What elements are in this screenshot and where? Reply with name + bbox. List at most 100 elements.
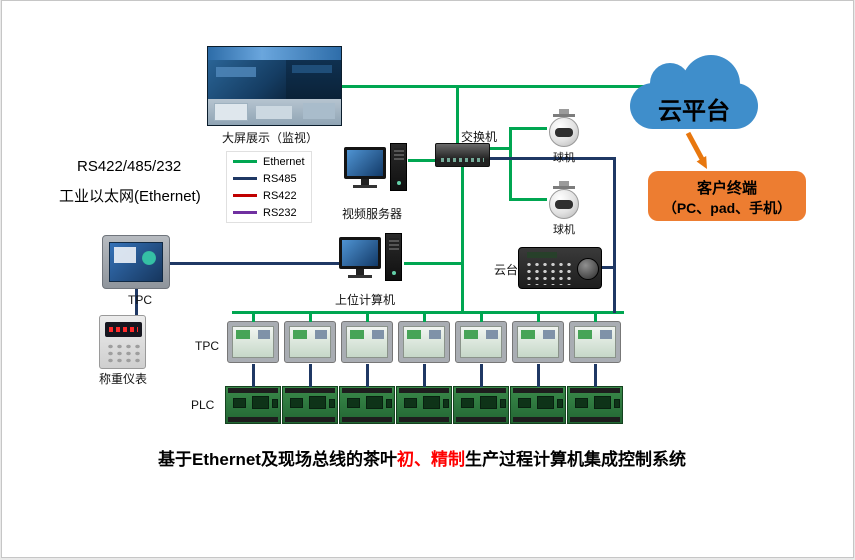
legend-item-rs485: RS485 [233,173,305,185]
plc-terminal-strip [228,388,278,393]
plc-terminal-strip [570,388,620,393]
tpc-hmi-unit [512,312,564,363]
monitor-icon [344,147,386,179]
plc-chip [537,396,554,409]
plc-chip [386,399,392,408]
big-screen-detail [216,67,256,77]
big-screen-cell-1 [208,60,286,99]
weighing-led-display [105,322,142,337]
pc-tower-bays [389,238,399,250]
monitor-icon [339,237,381,269]
plc-chip [575,398,588,408]
line-ethernet-camera2-stub [511,198,547,201]
plc-chip [480,396,497,409]
legend-line-swatch [233,194,257,197]
caption-prefix: 基于Ethernet及现场总线的茶叶 [158,450,397,469]
client-terminal-title: 客户终端 [696,180,757,197]
line-ethernet-camera-riser [509,127,512,201]
camera-lens [555,200,573,209]
plc-chip [233,398,246,408]
camera-mount [559,109,569,115]
plc-terminal-strip [570,417,620,422]
plc-terminal-strip [228,417,278,422]
plc-chip [272,399,278,408]
tpc-hmi-unit [398,312,450,363]
tpc-hmi-unit [227,312,279,363]
camera-plate [553,114,575,117]
big-screen-monitor-wall [207,46,342,126]
legend-line-swatch [233,177,257,180]
plc-terminal-strip [285,388,335,393]
plc-chip [423,396,440,409]
camera-2-label: 球机 [553,224,575,236]
plc-chip [347,398,360,408]
plc-row [225,364,623,424]
plc-chip [461,398,474,408]
tpc-row-label: TPC [195,339,219,353]
plc-unit [453,364,509,424]
tpc-hmi-screen [289,326,331,358]
legend-line-swatch [233,160,257,163]
plc-terminal-strip [342,417,392,422]
plc-terminal-strip [513,388,563,393]
camera-1-label: 球机 [553,152,575,164]
plc-chip [290,398,303,408]
tpc-hmi-unit [455,312,507,363]
monitor-screen [342,240,378,266]
tpc-hmi-screen [232,326,274,358]
plc-unit [567,364,623,424]
pc-tower-bays [394,148,404,160]
plc-terminal-strip [513,417,563,422]
plc-terminal-strip [342,388,392,393]
network-switch-icon [435,143,490,167]
side-text-ethernet: 工业以太网(Ethernet) [59,188,201,205]
big-screen-detail [303,103,335,119]
host-computer-icon [339,233,403,293]
plc-chip [500,399,506,408]
plc-chip [518,398,531,408]
line-ethernet-to-switch [456,85,459,145]
line-rs485-right-rail [613,157,616,313]
camera-plate [553,186,575,189]
big-screen-detail [292,65,332,73]
plc-chip [404,398,417,408]
ptz-display [527,252,557,258]
line-rs485-tpc-weighing [135,289,138,316]
monitor-base [348,275,372,278]
tpc-hmi-screen [403,326,445,358]
line-ethernet-camera1-stub [511,127,547,130]
plc-chip [557,399,563,408]
tpc-hmi-unit [284,312,336,363]
plc-unit [225,364,281,424]
host-computer-label: 上位计算机 [335,293,396,307]
plc-chip [329,399,335,408]
tpc-hmi-unit [569,312,621,363]
line-ethernet-tpc-bus [232,311,624,314]
plc-chip [614,399,620,408]
monitor-stand [361,179,369,185]
plc-chip [366,396,383,409]
weighing-indicator [99,315,146,369]
plc-row-label: PLC [191,398,215,412]
legend-item-rs232: RS232 [233,207,305,219]
tpc-hmi-screen [574,326,616,358]
plc-unit [396,364,452,424]
ptz-keypad [525,261,571,285]
line-rs485-switch-rail [490,157,616,160]
camera-mount [559,181,569,187]
caption-highlight: 初、精制 [396,450,465,469]
plc-terminal-strip [399,417,449,422]
legend-label: RS422 [263,189,297,202]
big-screen-detail [256,106,292,119]
big-screen-banner [208,47,341,60]
camera-lens [555,128,573,137]
dome-camera-2-icon [546,181,582,221]
legend-item-ethernet: Ethernet [233,156,305,168]
plc-chip [594,396,611,409]
monitor-screen [347,150,383,176]
plc-chip [443,399,449,408]
client-terminal-box: 客户终端 （PC、pad、手机） [648,171,806,221]
monitor-stand [356,269,364,275]
ptz-label: 云台 [494,263,519,277]
